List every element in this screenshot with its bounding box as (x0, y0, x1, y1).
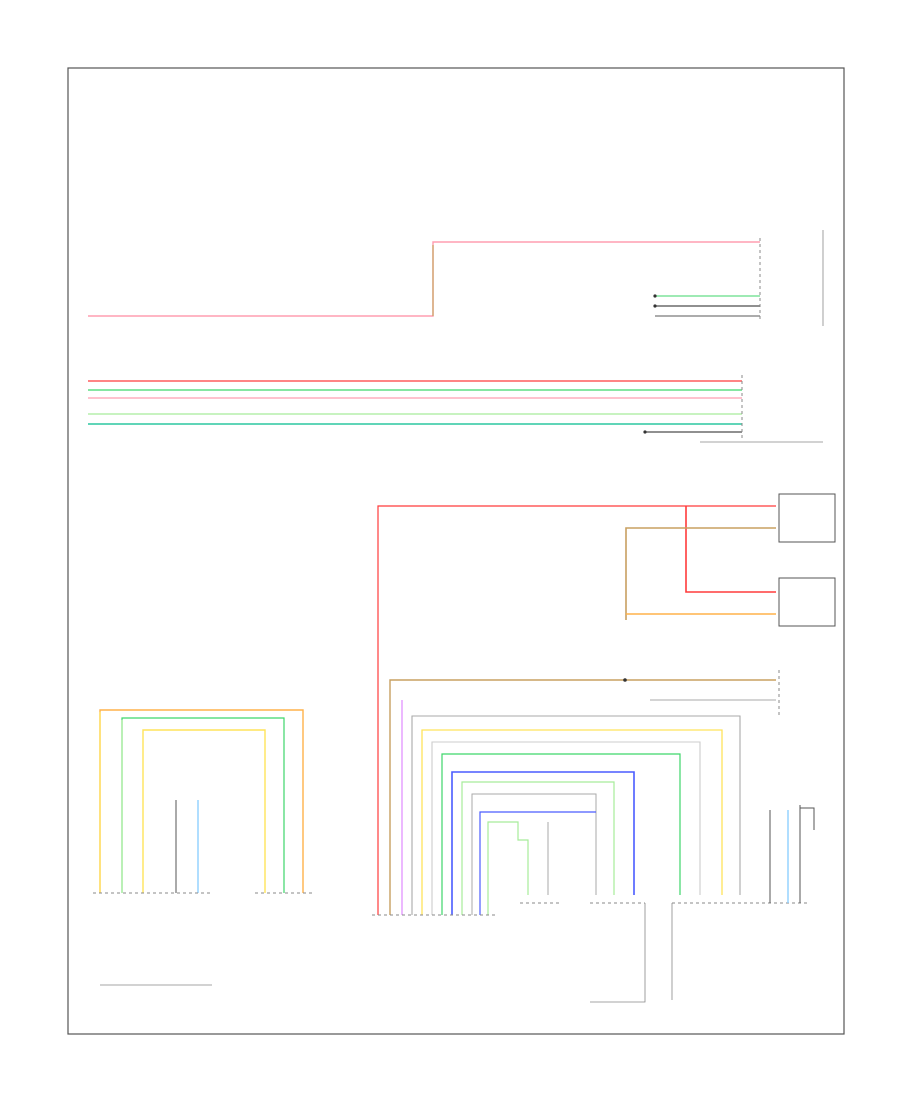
wire-tan-yaw (389, 679, 776, 915)
wire-tan-wss (625, 527, 776, 620)
left-wss-box (778, 493, 836, 543)
wire-red-wss-2 (685, 506, 776, 593)
wire-gray-bcm-2 (471, 793, 597, 915)
passenger-seat-circuit (93, 709, 315, 986)
diagram-frame (67, 67, 845, 1035)
bcm-bus-circuit (88, 375, 823, 443)
wheel-speed-circuit (377, 493, 836, 915)
wire-yellow-ps-2 (142, 729, 266, 893)
yaw-sensor-circuit (389, 670, 780, 915)
steering-column-circuit (769, 805, 815, 903)
wire-yellow-bcm (421, 729, 723, 915)
power-feed-circuit (88, 230, 824, 326)
wire-lightgray-bcm (431, 741, 701, 915)
wire-red-wss (377, 505, 776, 915)
wire-green-ps (121, 717, 285, 893)
wire-blue-bcm-2 (479, 811, 596, 915)
wire-green-bcm (441, 753, 681, 915)
wire-orange-ps (99, 709, 304, 893)
wire-lightgreen-bcm-2 (487, 821, 529, 915)
brake-control-circuit (372, 700, 808, 1003)
wire-blue-bcm (451, 771, 635, 915)
wire-lightgreen-bcm (461, 781, 615, 915)
wire-gray-bcm (411, 715, 741, 915)
wire-pink-feed (88, 241, 760, 317)
right-wss-box (778, 577, 836, 627)
